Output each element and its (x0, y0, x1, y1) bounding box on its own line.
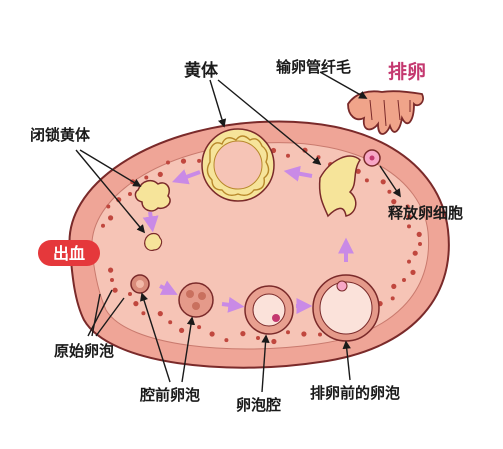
primordial-follicle-dot (240, 331, 246, 337)
primordial-follicle-dot (286, 330, 290, 335)
primordial-follicle-dot (364, 178, 369, 183)
primordial-follicle-dot (197, 158, 202, 163)
primordial-follicle-dot (387, 189, 392, 194)
primordial-follicle-dot (108, 215, 114, 221)
primordial-follicle-dot (302, 147, 308, 153)
primordial-follicle-dot (410, 269, 416, 275)
primordial-follicle-dot (405, 204, 410, 209)
primordial-follicle-dot (112, 287, 118, 293)
primordial-follicle-dot (391, 199, 397, 205)
primordial-follicle-dot (157, 171, 163, 177)
primordial-follicle-dot (407, 224, 411, 229)
primordial-follicle-dot (166, 160, 170, 165)
primordial-follicle-dot (128, 192, 132, 196)
corpus-luteum-label: 黄体 (184, 60, 219, 81)
primordial-follicle-dot (180, 158, 187, 164)
primordial-follicle-dot (318, 332, 322, 337)
primordial-follicle-dot (144, 175, 149, 180)
primordial-follicle-dot (133, 301, 139, 307)
primordial-follicle-dot (380, 179, 386, 185)
primordial-follicle-dot (407, 259, 411, 264)
fallopian-fimbriae (347, 90, 424, 135)
process-arrows (142, 165, 354, 314)
antral-cavity-label: 卵泡腔 (236, 396, 281, 414)
primordial-follicle-dot (391, 283, 397, 289)
corpus-luteum (201, 128, 275, 202)
primordial-follicle-dot (168, 320, 173, 325)
primordial-follicle-dot (110, 278, 114, 282)
leader-lines (75, 71, 401, 393)
primordial-follicle-dot (157, 311, 163, 317)
preovulatory-follicle-label: 排卵前的卵泡 (310, 384, 400, 402)
primordial-follicle-dot (406, 214, 412, 220)
primordial-follicle-dot (271, 338, 277, 345)
ruptured-follicle (318, 155, 361, 218)
primordial-follicle-dot (412, 250, 418, 256)
primordial-follicle-dot (402, 278, 406, 282)
primordial-follicle-dot (286, 153, 290, 158)
preantral-follicle-label: 腔前卵泡 (139, 386, 200, 404)
atretic-corpus-luteum (134, 179, 171, 251)
primordial-follicle-dot (101, 223, 105, 228)
primordial-follicle-dot (390, 296, 395, 301)
primordial-follicle-dot (355, 168, 361, 174)
primordial-follicle-dot (418, 242, 422, 246)
primordial-follicle-dot (416, 231, 422, 237)
bleeding-badge: 出血 (38, 240, 100, 266)
preantral-follicle-small (130, 274, 150, 294)
primordial-follicle-dot (224, 338, 229, 343)
released-egg-label: 释放卵细胞 (388, 204, 463, 222)
primordial-follicle-dot (106, 204, 111, 209)
primordial-follicle-dot (179, 327, 185, 333)
primordial-follicle-dot (197, 325, 202, 330)
released-egg-cell (363, 149, 381, 167)
primordial-follicle-dot (256, 336, 260, 340)
fallopian-fimbriae-label: 输卵管纤毛 (276, 58, 351, 76)
primordial-follicle-label: 原始卵泡 (54, 342, 114, 360)
atretic-corpus-luteum-label: 闭锁黄体 (30, 126, 91, 144)
primordial-follicle-dot (128, 292, 132, 296)
primordial-follicle-dot (108, 267, 114, 273)
ovulation-label: 排卵 (388, 60, 426, 83)
bleeding-label: 出血 (53, 244, 85, 263)
primordial-follicle-dot (316, 155, 321, 160)
preovulatory-follicle (312, 274, 380, 342)
preantral-follicle (178, 282, 214, 318)
primordial-follicle-dot (301, 331, 307, 337)
primordial-follicle-dot (141, 311, 146, 316)
antral-follicle (244, 285, 294, 335)
primordial-follicle-dot (209, 331, 215, 337)
